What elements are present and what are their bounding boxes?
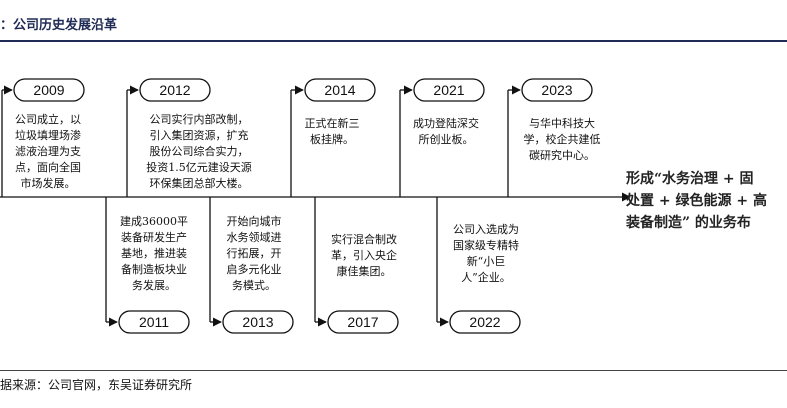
- desc-line: 备制造板块业: [121, 263, 187, 276]
- year-2021: 2021: [433, 82, 464, 98]
- desc-line: 正式在新三: [304, 117, 360, 130]
- year-pill-2014: [304, 78, 376, 102]
- year-pill-2011: [118, 310, 190, 334]
- header-rule: [0, 40, 787, 42]
- page-title: ：公司历史发展沿革: [0, 18, 118, 33]
- timeline-diagram: 2009 2012 2014 2021 2023 2011 2013 2017 …: [0, 78, 631, 334]
- desc-line: 基地，推进装: [121, 247, 187, 260]
- goal-line: 装备制造” 的业务布: [626, 215, 751, 231]
- event-desc-2009: 公司成立，以 垃圾填埋场渗 滤液治理为支 点，面向全国 市场发展。: [0, 112, 96, 192]
- desc-line: 建成36000平: [120, 215, 188, 228]
- event-desc-2021: 成功登陆深交 所创业板。: [401, 116, 491, 148]
- event-desc-2013: 开始向城市 水务领域进 行拓展，开 启多元化业 务模式。: [212, 214, 296, 294]
- desc-line: 开始向城市: [226, 215, 282, 228]
- desc-line: 垃圾填埋场渗: [15, 129, 81, 142]
- year-2009: 2009: [33, 82, 64, 98]
- year-2017: 2017: [347, 314, 378, 330]
- event-desc-2017: 实行混合制改 革，引入央企 康佳集团。: [318, 232, 410, 280]
- desc-line: 务模式。: [232, 279, 276, 292]
- goal-line: 处置 + 绿色能源 + 高: [626, 193, 767, 209]
- desc-line: 环保集团总部大楼。: [149, 177, 249, 190]
- desc-line: 滤液治理为支: [15, 145, 81, 158]
- year-pill-2022: [449, 310, 521, 334]
- desc-line: 板挂牌。: [310, 133, 354, 146]
- business-goal: 形成“水务治理 + 固 处置 + 绿色能源 + 高 装备制造” 的业务布: [626, 168, 767, 234]
- goal-line: 形成“水务治理 + 固: [626, 171, 754, 187]
- event-desc-2012: 公司实行内部改制， 引入集团资源，扩充 股份公司综合实力， 投资1.5亿元建设天…: [136, 112, 262, 192]
- year-2013: 2013: [242, 314, 273, 330]
- year-pill-2013: [222, 310, 294, 334]
- desc-line: 水务领域进: [226, 231, 282, 244]
- desc-line: 成功登陆深交: [413, 117, 479, 130]
- desc-line: 公司入选成为: [453, 223, 519, 236]
- desc-line: 实行混合制改: [331, 233, 397, 246]
- desc-line: 行拓展，开: [226, 247, 282, 260]
- desc-line: 国家级专精特: [453, 239, 519, 252]
- year-pill-2009: [13, 78, 85, 102]
- year-2011: 2011: [139, 314, 169, 330]
- year-pill-2017: [327, 310, 399, 334]
- desc-line: 引入集团资源，扩充: [149, 129, 249, 142]
- year-2022: 2022: [469, 314, 500, 330]
- desc-line: 公司成立，以: [15, 113, 81, 126]
- desc-line: 公司实行内部改制，: [149, 113, 249, 126]
- desc-line: 康佳集团。: [336, 265, 392, 278]
- desc-line: 装备研发生产: [121, 231, 187, 244]
- year-pill-2012: [139, 78, 211, 102]
- desc-line: 点，面向全国: [15, 161, 81, 174]
- source-note: 据来源：公司官网，东吴证券研究所: [0, 378, 193, 392]
- desc-line: 启多元化业: [226, 263, 282, 276]
- desc-line: 市场发展。: [20, 177, 76, 190]
- year-pill-2021: [413, 78, 485, 102]
- event-desc-2011: 建成36000平 装备研发生产 基地，推进装 备制造板块业 务发展。: [108, 214, 200, 294]
- desc-line: 务发展。: [132, 279, 176, 292]
- desc-line: 股份公司综合实力，: [149, 145, 249, 158]
- event-desc-2014: 正式在新三 板挂牌。: [294, 116, 370, 148]
- year-2023: 2023: [541, 82, 572, 98]
- footer-rule: [0, 370, 787, 371]
- year-2014: 2014: [324, 82, 355, 98]
- desc-line: 与华中科技大: [529, 117, 595, 130]
- year-2012: 2012: [159, 82, 190, 98]
- desc-line: 学，校企共建低: [523, 133, 601, 146]
- desc-line: 新“小巨: [466, 255, 506, 268]
- desc-line: 投资1.5亿元建设天源: [146, 161, 252, 174]
- desc-line: 碳研究中心。: [529, 149, 595, 162]
- desc-line: 革，引入央企: [331, 249, 397, 262]
- desc-line: 人”企业。: [461, 271, 511, 284]
- event-desc-2022: 公司入选成为 国家级专精特 新“小巨 人”企业。: [440, 222, 532, 286]
- desc-line: 所创业板。: [418, 133, 474, 146]
- event-desc-2023: 与华中科技大 学，校企共建低 碳研究中心。: [512, 116, 612, 164]
- year-pill-2023: [521, 78, 593, 102]
